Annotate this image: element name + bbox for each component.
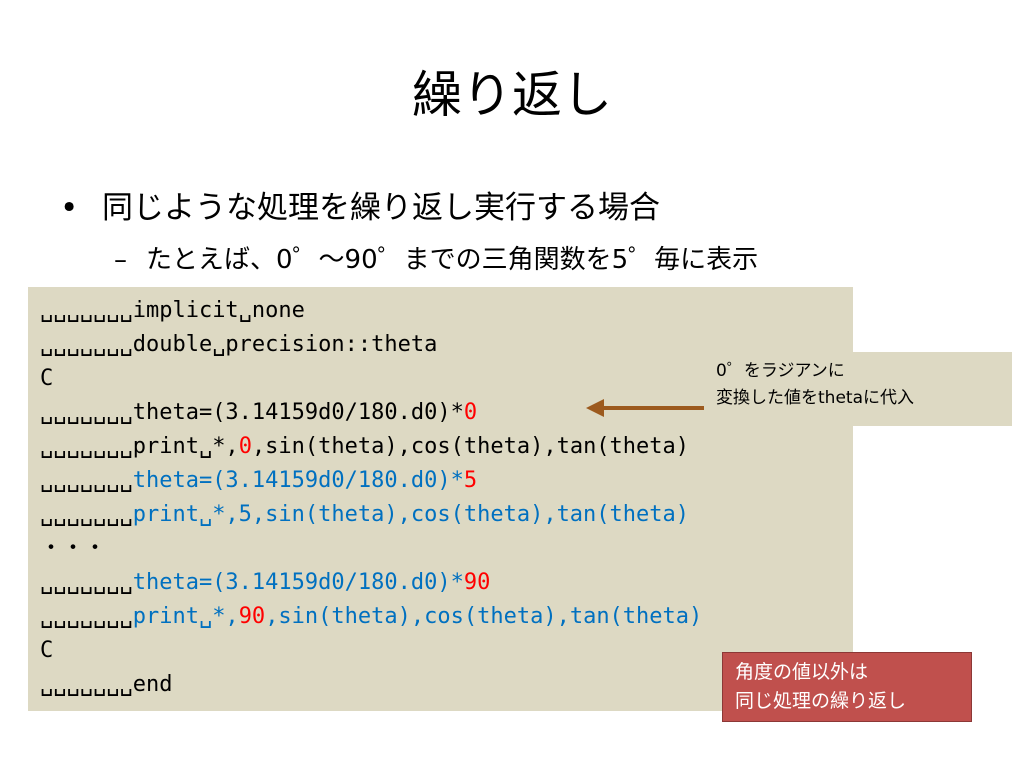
- code-line-print-5: ␣␣␣␣␣␣␣print␣*,5,sin(theta),cos(theta),t…: [40, 502, 690, 527]
- code-line-declaration: ␣␣␣␣␣␣␣double␣precision::theta: [40, 332, 438, 357]
- code-line-comment-2: C: [40, 638, 54, 663]
- bullet-dot: •: [60, 190, 79, 226]
- code-block: ␣␣␣␣␣␣␣implicit␣none ␣␣␣␣␣␣␣double␣preci…: [28, 287, 853, 711]
- angle-value: 90: [238, 604, 266, 629]
- left-arrow-icon: [586, 399, 704, 417]
- callout-line-1: 0゜をラジアンに: [716, 361, 845, 381]
- angle-value: 0: [238, 434, 252, 459]
- callout-line-2: 同じ処理の繰り返し: [735, 690, 907, 712]
- angle-value: 5: [463, 468, 478, 493]
- sub-bullet-dash: –: [114, 245, 127, 275]
- code-line-theta-90: ␣␣␣␣␣␣␣theta=(3.14159d0/180.d0)*90: [40, 570, 491, 595]
- code-line-print-90: ␣␣␣␣␣␣␣print␣*,90,sin(theta),cos(theta),…: [40, 604, 703, 629]
- code-line-ellipsis: ・・・: [40, 536, 107, 561]
- angle-value: 0: [463, 400, 478, 425]
- angle-value: 90: [463, 570, 491, 595]
- callout-line-1: 角度の値以外は: [735, 661, 869, 683]
- bullet-item: • 同じような処理を繰り返し実行する場合: [60, 186, 660, 230]
- code-line-print-0: ␣␣␣␣␣␣␣print␣*,0,sin(theta),cos(theta),t…: [40, 434, 690, 459]
- code-line-theta-5: ␣␣␣␣␣␣␣theta=(3.14159d0/180.d0)*5: [40, 468, 478, 493]
- slide-title: 繰り返し: [412, 66, 612, 124]
- code-line-theta-0: ␣␣␣␣␣␣␣theta=(3.14159d0/180.d0)*0: [40, 400, 478, 425]
- callout-line-2: 変換した値をthetaに代入: [716, 388, 914, 408]
- callout-repetition: 角度の値以外は 同じ処理の繰り返し: [722, 652, 972, 722]
- sub-bullet-item: –たとえば、0゜～90゜までの三角関数を5゜毎に表示: [114, 240, 758, 280]
- code-line-end: ␣␣␣␣␣␣␣end: [40, 672, 173, 697]
- sub-bullet-text: たとえば、0゜～90゜までの三角関数を5゜毎に表示: [146, 245, 759, 275]
- callout-radian-conversion: 0゜をラジアンに 変換した値をthetaに代入: [706, 352, 1012, 426]
- bullet-text: 同じような処理を繰り返し実行する場合: [102, 190, 660, 226]
- code-line-comment: C: [40, 366, 54, 391]
- code-line-implicit: ␣␣␣␣␣␣␣implicit␣none: [40, 298, 305, 323]
